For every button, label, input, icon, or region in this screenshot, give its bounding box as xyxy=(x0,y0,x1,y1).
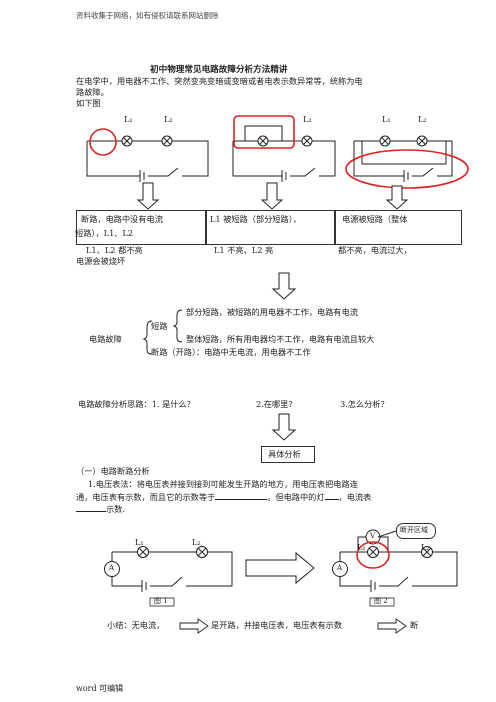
figure-2 xyxy=(332,529,458,592)
label-l2-c2: L₂ xyxy=(303,114,312,124)
fig2-l1-label: L₁ xyxy=(357,542,366,552)
blank-3 xyxy=(76,503,106,512)
break-area-label: 断开区域 xyxy=(400,526,428,534)
label-l2-c3: L₂ xyxy=(418,114,427,124)
figure-1 xyxy=(104,546,233,592)
analysis-lead: 电路故障分析思路：1. 是什么？ xyxy=(78,399,195,409)
blank-1 xyxy=(215,491,268,500)
section1-para-3: 示数. xyxy=(76,503,125,515)
red-markers xyxy=(89,115,469,189)
short-l1-marker xyxy=(233,115,295,149)
short-source-marker xyxy=(345,149,469,189)
page-title: 初中物理常见电路故障分析方法精讲 xyxy=(150,65,288,75)
tree-partial-short: 部分短路，被短路的用电器不工作，电路有电流 xyxy=(186,307,358,317)
figures-arrow xyxy=(245,551,315,585)
break-area-marker xyxy=(356,541,390,569)
label-l1-c3: L₁ xyxy=(382,114,391,124)
fig1-l2-label: L₂ xyxy=(192,537,201,547)
short-l1-box: L1 被短路（部分短路）， xyxy=(206,210,335,245)
open-below-2: 电源会被烧坏 xyxy=(76,256,126,266)
analysis-q2: 2.在哪里？ xyxy=(256,399,297,409)
short-l1-below: L1 不亮、L2 亮 xyxy=(214,245,274,255)
section1-para-1: 1.电压表法：将电压表并接到接到可能发生开路的地方，用电压表把电路连 xyxy=(88,479,358,489)
fig1-l1-label: L₁ xyxy=(135,537,144,547)
section1-para-2: 通，电压表有示数，而且它的示数等于 。但电路中的灯 ，电流表 xyxy=(76,491,371,503)
label-l2-c1: L₂ xyxy=(164,114,173,124)
para3-text: 示数. xyxy=(106,504,125,514)
short-source-line-1: 电源被短路（整体 xyxy=(342,214,408,224)
analysis-q3: 3.怎么分析？ xyxy=(340,399,389,409)
circuit-1 xyxy=(86,135,209,182)
fig1-ammeter: A xyxy=(109,564,115,572)
tree-whole-short: 整体短路，所有用电器均不工作，电路有电流且较大 xyxy=(186,334,375,344)
break-area-label-box: 断开区域 xyxy=(396,523,436,539)
intro-line-1: 在电学中，用电器不工作、突然变亮变暗或变暗或者电表示数异常等，统称为电 xyxy=(76,76,363,86)
para2-a: 通，电压表有示数，而且它的示数等于 xyxy=(76,492,216,502)
tree-root: 电路故障 xyxy=(89,334,122,344)
short-source-below: 都不亮，电流过大， xyxy=(338,245,412,255)
tree-open: 断路（开路）：电路中无电流，用电器不工作 xyxy=(151,347,311,357)
open-circuit-box: 断路，电路中没有电流 短路），L1、L2 xyxy=(75,210,206,245)
detail-analysis-label: 具体分析 xyxy=(268,449,301,459)
label-l1-c1: L₁ xyxy=(124,114,133,124)
detail-analysis-box: 具体分析 xyxy=(261,446,315,463)
summary-a: 小结：无电流， xyxy=(107,620,165,630)
blank-2 xyxy=(324,491,339,500)
short-l1-line-1: L1 被短路（部分短路）， xyxy=(210,214,302,224)
intro-line-2: 路故障。 xyxy=(76,87,109,97)
para2-c: ，电流表 xyxy=(338,492,372,502)
intro-line-3: 如下图 xyxy=(76,98,101,108)
fig2-voltmeter: V xyxy=(370,532,376,540)
section1-heading: （一）电路断路分析 xyxy=(76,466,150,476)
fig2-l2-label: L₂ xyxy=(421,542,430,552)
fig2-ammeter: A xyxy=(337,564,343,572)
open-box-line-1: 断路，电路中没有电流 xyxy=(81,214,163,224)
short-source-box: 电源被短路（整体 xyxy=(335,210,462,245)
circuit-3 xyxy=(353,135,453,182)
summary-b: 是开路，并接电压表，电压表有示数 xyxy=(211,620,343,630)
braces xyxy=(142,309,183,355)
break-circle-marker xyxy=(89,128,117,156)
para2-b: 。但电路中的灯 xyxy=(267,492,325,502)
circuit-2 xyxy=(232,125,336,182)
page-header: 资料收集于网络，如有侵权请联系网站删除 xyxy=(76,11,219,20)
summary-c: 断 xyxy=(410,620,419,630)
page-footer: word 可编辑 xyxy=(76,684,124,693)
open-box-line-2: 短路），L1、L2 xyxy=(75,228,134,238)
down-arrows xyxy=(136,182,409,441)
fig2-caption: 图 2 xyxy=(374,597,388,605)
summary-arrows xyxy=(179,618,407,634)
fig1-caption: 图 1 xyxy=(154,597,168,605)
tree-short: 短路 xyxy=(151,321,168,331)
open-below-1: L1、L2 都不亮 xyxy=(86,245,143,255)
